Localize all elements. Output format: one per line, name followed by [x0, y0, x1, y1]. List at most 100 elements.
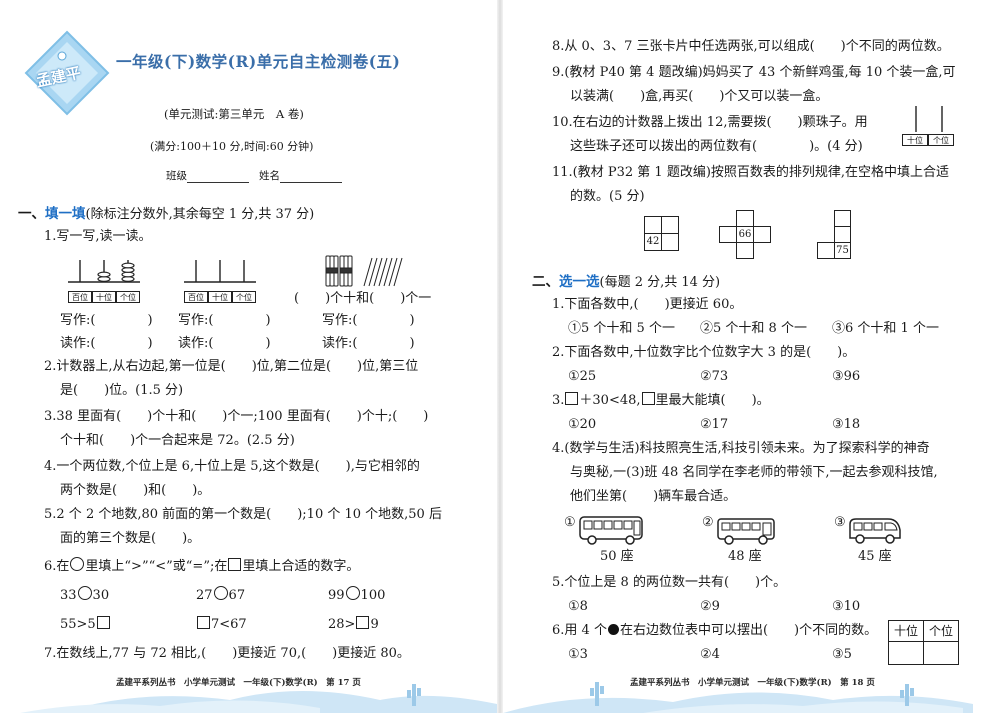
- footer-decoration-left: [20, 684, 497, 713]
- compare-circle-1[interactable]: [77, 586, 92, 600]
- fill-square-1[interactable]: [96, 616, 110, 629]
- q4-line2: 两个数是( )和( )。: [60, 483, 211, 498]
- q6-fill-2: 7<67: [196, 616, 247, 634]
- right-page: 8.从 0、3、7 三张卡片中任选两张,可以组成( )个不同的两位数。 9.(教…: [500, 0, 1000, 713]
- abacus-2-label-tens: 十位: [208, 291, 232, 303]
- s2-q1-opt3[interactable]: ③6 个十和 1 个一: [832, 321, 939, 336]
- bus-2-icon[interactable]: [716, 516, 776, 546]
- counter-label-ones: 个位: [928, 134, 954, 146]
- s2-q5-opt3[interactable]: ③10: [832, 599, 861, 614]
- s2-q6-text: 6.用 4 个在右边数位表中可以摆出( )个不同的数。: [552, 623, 878, 638]
- name-input[interactable]: [280, 172, 343, 183]
- q9-line2: 以装满( )盒,再买( )个又可以装一盒。: [570, 89, 829, 104]
- q11-line2: 的数。(5 分): [570, 189, 645, 204]
- q6-instructions: 6.在里填上“>”“<”或“=”;在里填上合适的数字。: [44, 557, 360, 574]
- footer-right: 孟建平系列丛书 小学单元测试 一年级(下)数学(R) 第 18 页: [630, 678, 875, 688]
- bus-3-icon[interactable]: [848, 516, 902, 546]
- q1-write-2: 写作:( ): [178, 313, 271, 328]
- counter-icon: [915, 106, 943, 132]
- s2-q6-opt2[interactable]: ②4: [700, 647, 720, 662]
- grid3-cell-bl[interactable]: [817, 242, 835, 259]
- grid1-cell-tr[interactable]: [661, 216, 679, 234]
- fill-square-2[interactable]: [197, 616, 210, 629]
- counter-label-tens: 十位: [902, 134, 928, 146]
- grid3-cell-top[interactable]: [834, 210, 851, 227]
- grid3-cell-br: 75: [834, 242, 851, 259]
- s2-q1-opt2[interactable]: ②5 个十和 8 个一: [700, 321, 807, 336]
- q10-line2: 这些珠子还可以拨出的两位数有( )。(4 分): [570, 139, 863, 154]
- q1-read-3: 读作:( ): [322, 336, 415, 351]
- fill-square-3[interactable]: [356, 616, 370, 629]
- s2-q6-opt3[interactable]: ③5: [832, 647, 852, 662]
- exam-subtitle: (单元测试:第三单元 A 卷): [164, 107, 304, 121]
- footer-decoration-right: [503, 682, 973, 713]
- s2-q4-line3: 他们坐第( )辆车最合适。: [570, 489, 737, 504]
- s2-q2-opt2[interactable]: ②73: [700, 369, 729, 384]
- s2-q4-line1: 4.(数学与生活)科技照亮生活,科技引领未来。为了探索科学的神奇: [552, 441, 930, 456]
- q5-line1: 5.2 个 2 个地数,80 前面的第一个数是( );10 个 10 个地数,5…: [44, 507, 442, 522]
- grid3-cell-mid[interactable]: [834, 226, 851, 243]
- q6-fill-3: 28>9: [328, 616, 379, 632]
- s2-q3-opt1[interactable]: ①20: [568, 417, 597, 432]
- bus-1-icon[interactable]: [578, 514, 644, 546]
- abacus-2-icon: [184, 260, 256, 283]
- q3-square-1: [565, 392, 579, 405]
- s2-q1-text: 1.下面各数中,( )更接近 60。: [552, 297, 743, 312]
- q8-text: 8.从 0、3、7 三张卡片中任选两张,可以组成( )个不同的两位数。: [552, 39, 950, 54]
- q11-line1: 11.(教材 P32 第 1 题改编)按照百数表的排列规律,在空格中填上合适: [552, 165, 950, 180]
- q7-text: 7.在数线上,77 与 72 相比,( )更接近 70,( )更接近 80。: [44, 646, 410, 661]
- bead-dot-icon: [607, 624, 619, 635]
- abacus-1-label-ones: 个位: [116, 291, 140, 303]
- class-name-line: 班级 姓名: [166, 168, 343, 183]
- grid2-cell-top[interactable]: [736, 210, 754, 227]
- compare-circle-3[interactable]: [345, 586, 360, 600]
- q9-line1: 9.(教材 P40 第 4 题改编)妈妈买了 43 个新鲜鸡蛋,每 10 个装一…: [552, 65, 956, 80]
- s2-q2-opt3[interactable]: ③96: [832, 369, 861, 384]
- grid2-cell-left[interactable]: [719, 226, 737, 243]
- q3-square-2: [641, 392, 655, 405]
- bus1-num: ①: [564, 515, 576, 530]
- s2-q5-opt2[interactable]: ②9: [700, 599, 720, 614]
- name-label: 姓名: [259, 170, 281, 182]
- bus3-seats: 45 座: [858, 549, 892, 564]
- section2-note: (每题 2 分,共 14 分): [599, 275, 721, 290]
- footer-left: 孟建平系列丛书 小学单元测试 一年级(下)数学(R) 第 17 页: [116, 678, 361, 688]
- grid2-cell-center: 66: [736, 226, 754, 243]
- bus3-num: ③: [834, 515, 846, 530]
- bus2-seats: 48 座: [728, 549, 762, 564]
- q2-line1: 2.计数器上,从右边起,第一位是( )位,第二位是( )位,第三位: [44, 359, 419, 374]
- s2-q4-line2: 与奥秘,一(3)班 48 名同学在李老师的带领下,一起去参观科技馆,: [570, 465, 938, 480]
- q1-text: 1.写一写,读一读。: [44, 229, 152, 244]
- s2-q5-opt1[interactable]: ①8: [568, 599, 588, 614]
- s2-q3-opt3[interactable]: ③18: [832, 417, 861, 432]
- s2-q2-text: 2.下面各数中,十位数字比个位数字大 3 的是( )。: [552, 345, 856, 360]
- s2-q2-opt1[interactable]: ①25: [568, 369, 597, 384]
- q1-write-3: 写作:( ): [322, 313, 415, 328]
- q1-bundles-text: ( )个十和( )个一: [294, 291, 432, 306]
- stick-bundles-icon: [325, 255, 403, 287]
- grid2-cell-bottom[interactable]: [736, 242, 754, 259]
- pv-table-cell-ones[interactable]: [923, 641, 959, 665]
- class-input[interactable]: [187, 172, 249, 183]
- square-symbol: [228, 558, 242, 571]
- q4-line1: 4.一个两位数,个位上是 6,十位上是 5,这个数是( ),与它相邻的: [44, 459, 420, 474]
- q3-line2: 个十和( )个一合起来是 72。(2.5 分): [60, 433, 295, 448]
- abacus-1-icon: [68, 260, 140, 283]
- s2-q1-opt1[interactable]: ①5 个十和 5 个一: [568, 321, 675, 336]
- s2-q3-opt2[interactable]: ②17: [700, 417, 729, 432]
- grid1-cell-tl[interactable]: [644, 216, 662, 234]
- section1-heading: 一、填一填(除标注分数外,其余每空 1 分,共 37 分): [18, 206, 315, 222]
- s2-q5-text: 5.个位上是 8 的两位数一共有( )个。: [552, 575, 787, 590]
- abacus-2-label-ones: 个位: [232, 291, 256, 303]
- pv-table-head-ones: 个位: [923, 620, 959, 642]
- q1-read-2: 读作:( ): [178, 336, 271, 351]
- q1-read-1: 读作:( ): [60, 336, 153, 351]
- section2-title: 选一选: [559, 274, 600, 290]
- s2-q6-opt1[interactable]: ①3: [568, 647, 588, 662]
- grid2-cell-right[interactable]: [753, 226, 771, 243]
- compare-circle-2[interactable]: [213, 586, 228, 600]
- circle-symbol: [70, 557, 85, 571]
- grid1-cell-br[interactable]: [661, 233, 679, 251]
- left-page: 孟建平 一年级(下)数学(R)单元自主检测卷(五) (单元测试:第三单元 A 卷…: [18, 30, 497, 713]
